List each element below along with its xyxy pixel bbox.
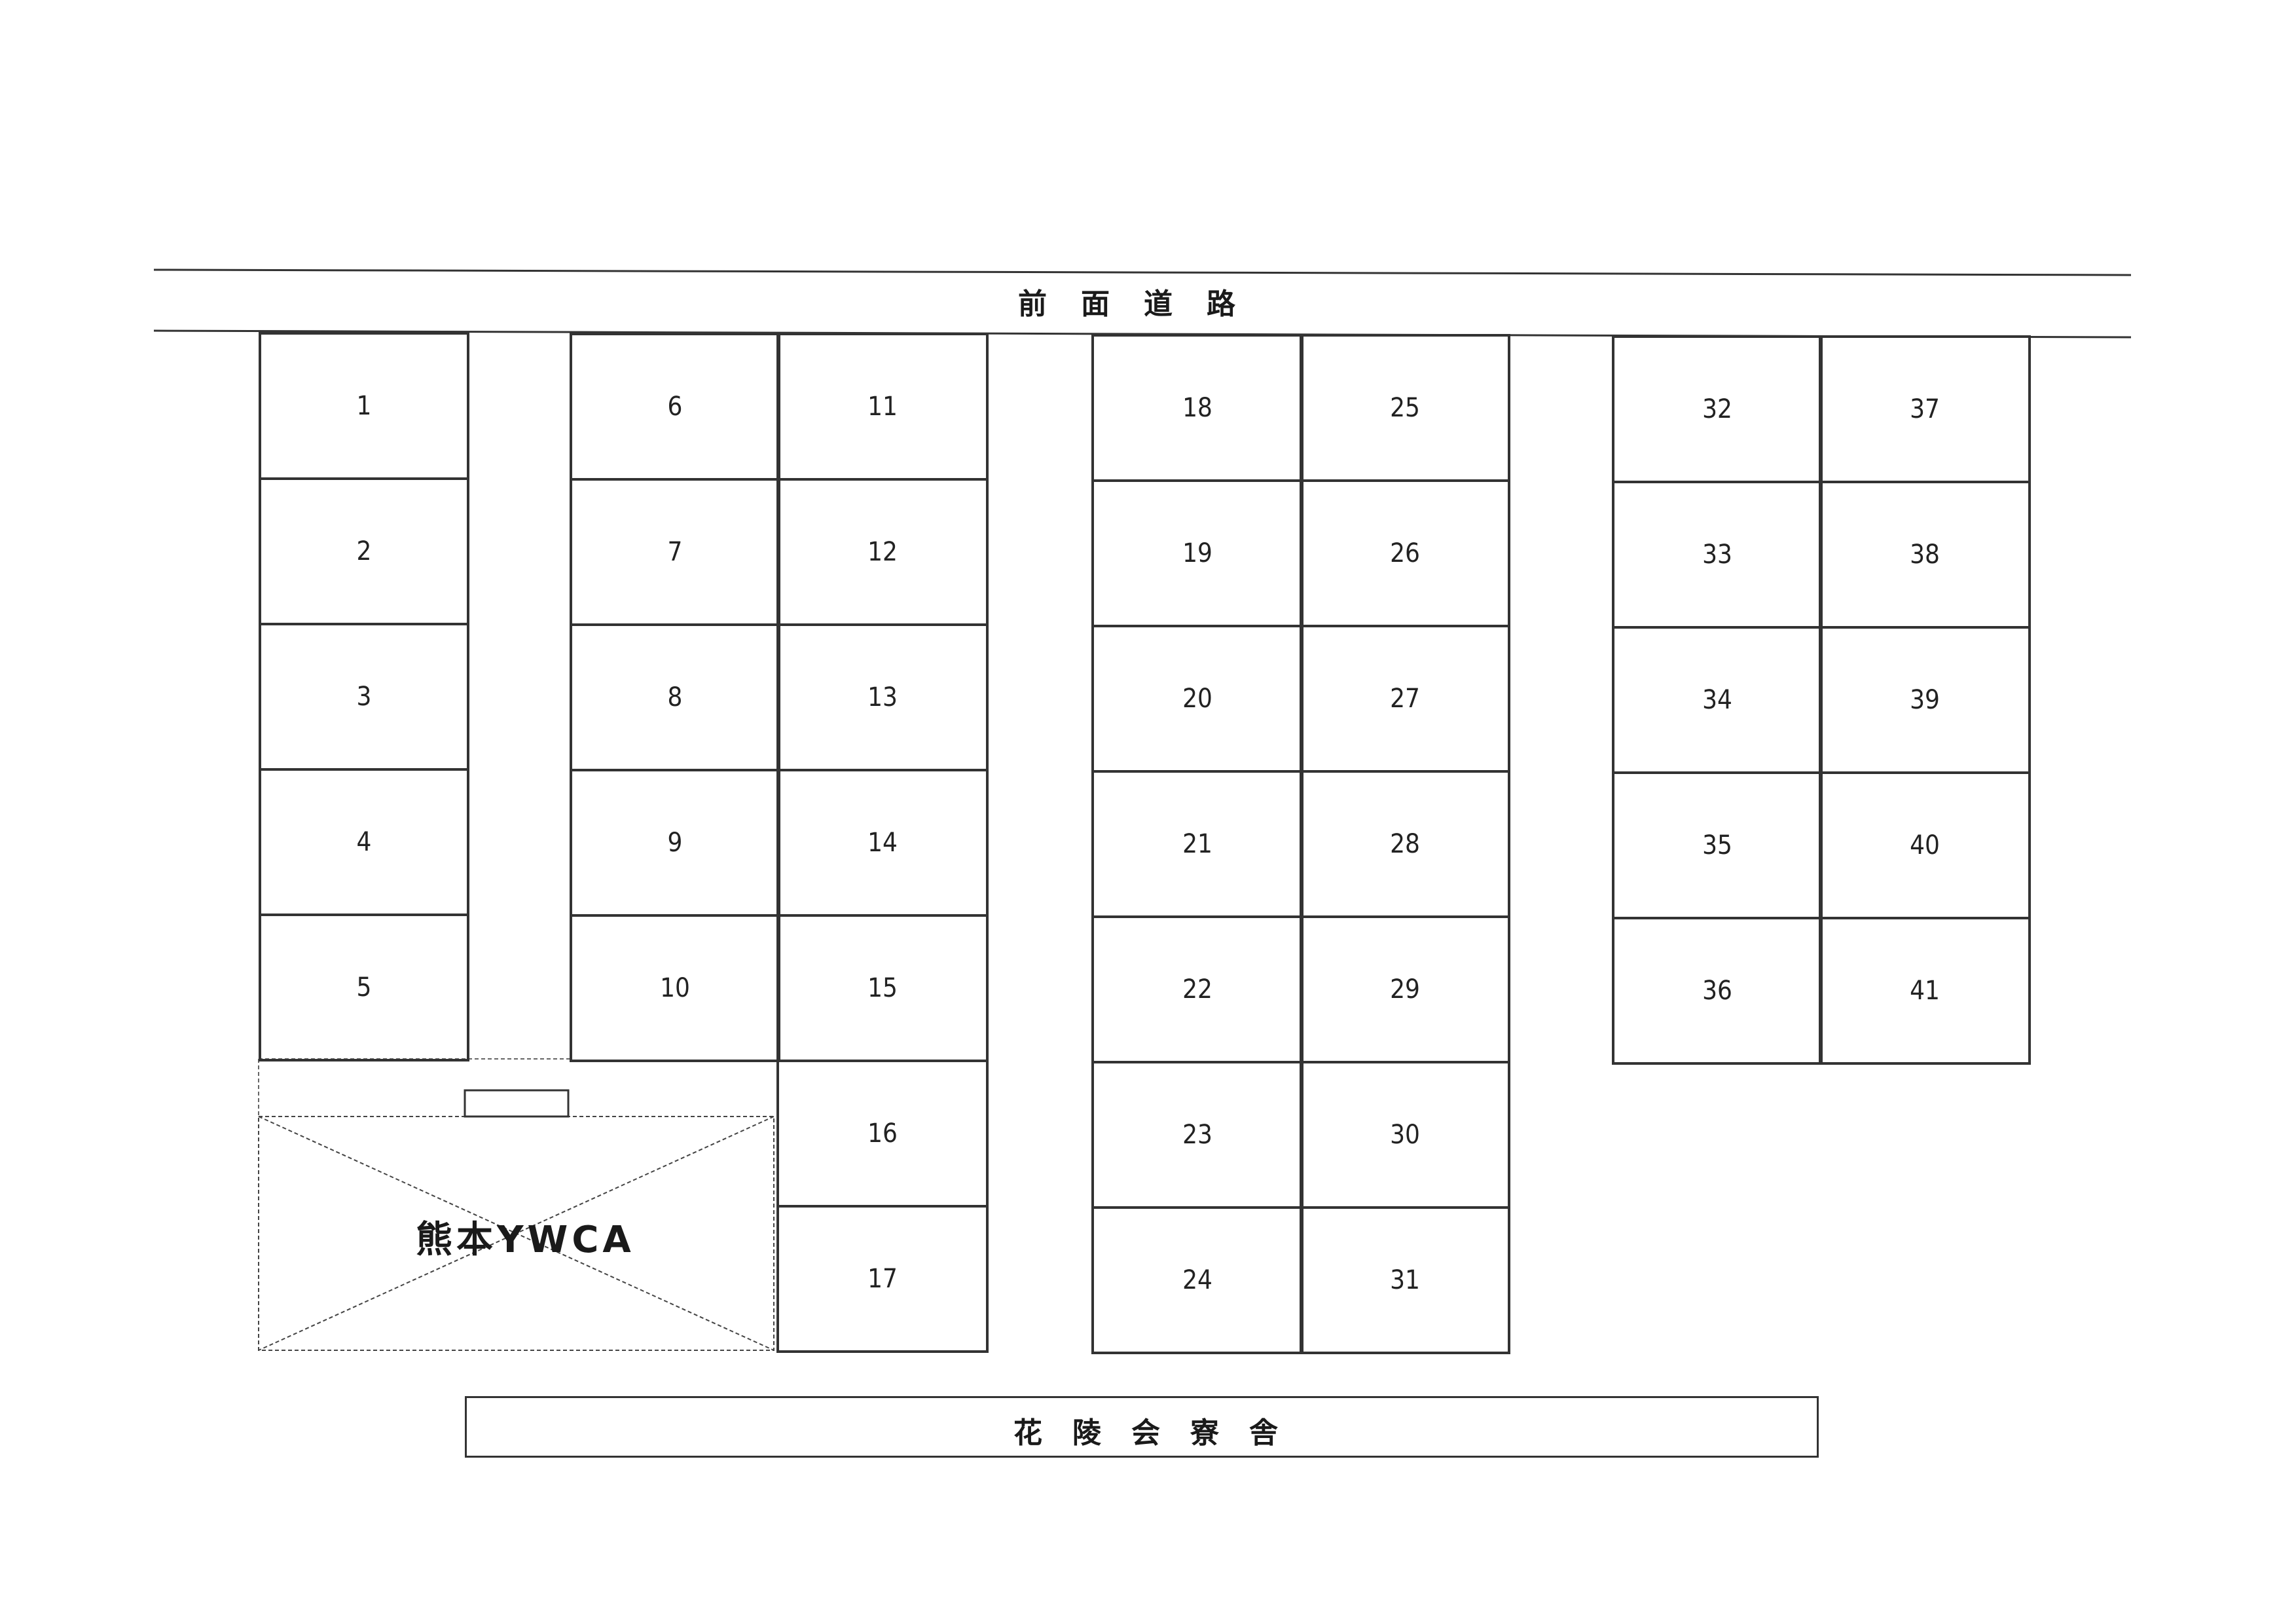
dormitory-building [465, 1396, 1819, 1458]
parking-stall-40: 40 [1819, 771, 2031, 919]
ywca-entrance [464, 1089, 570, 1118]
parking-stall-12: 12 [776, 478, 989, 626]
parking-stall-31: 31 [1300, 1206, 1510, 1354]
parking-stall-37: 37 [1819, 335, 2031, 483]
road-label: 前面道路 [1018, 287, 1269, 321]
parking-stall-2: 2 [259, 477, 469, 625]
parking-stall-1: 1 [259, 332, 469, 480]
parking-stall-11: 11 [776, 333, 989, 481]
parking-stall-15: 15 [776, 914, 989, 1062]
parking-stall-6: 6 [570, 333, 780, 481]
parking-stall-27: 27 [1300, 625, 1510, 773]
parking-stall-18: 18 [1091, 334, 1303, 482]
parking-stall-16: 16 [776, 1060, 989, 1208]
parking-stall-7: 7 [570, 478, 780, 626]
parking-stall-23: 23 [1091, 1061, 1303, 1209]
parking-stall-28: 28 [1300, 770, 1510, 918]
dormitory-label: 花陵会寮舎 [1013, 1416, 1308, 1450]
parking-stall-25: 25 [1300, 334, 1510, 482]
parking-stall-41: 41 [1819, 917, 2031, 1065]
parking-stall-39: 39 [1819, 626, 2031, 774]
parking-stall-34: 34 [1612, 626, 1823, 774]
parking-stall-13: 13 [776, 623, 989, 771]
parking-stall-32: 32 [1612, 335, 1823, 483]
ywca-label: 熊本YWCA [416, 1219, 635, 1261]
parking-stall-38: 38 [1819, 481, 2031, 629]
parking-stall-5: 5 [259, 913, 469, 1061]
parking-stall-24: 24 [1091, 1206, 1303, 1354]
parking-stall-10: 10 [570, 914, 780, 1062]
parking-stall-20: 20 [1091, 625, 1303, 773]
parking-stall-19: 19 [1091, 479, 1303, 627]
parking-stall-22: 22 [1091, 915, 1303, 1063]
parking-stall-21: 21 [1091, 770, 1303, 918]
parking-stall-30: 30 [1300, 1061, 1510, 1209]
parking-stall-9: 9 [570, 769, 780, 917]
ywca-building [258, 1058, 774, 1351]
parking-stall-14: 14 [776, 769, 989, 917]
parking-stall-36: 36 [1612, 917, 1823, 1065]
parking-stall-26: 26 [1300, 479, 1510, 627]
parking-stall-17: 17 [776, 1205, 989, 1353]
parking-stall-29: 29 [1300, 915, 1510, 1063]
parking-stall-33: 33 [1612, 481, 1823, 629]
parking-stall-8: 8 [570, 623, 780, 771]
parking-stall-3: 3 [259, 623, 469, 771]
road-edge-top [153, 268, 2132, 276]
parking-stall-35: 35 [1612, 771, 1823, 919]
parking-stall-4: 4 [259, 768, 469, 916]
